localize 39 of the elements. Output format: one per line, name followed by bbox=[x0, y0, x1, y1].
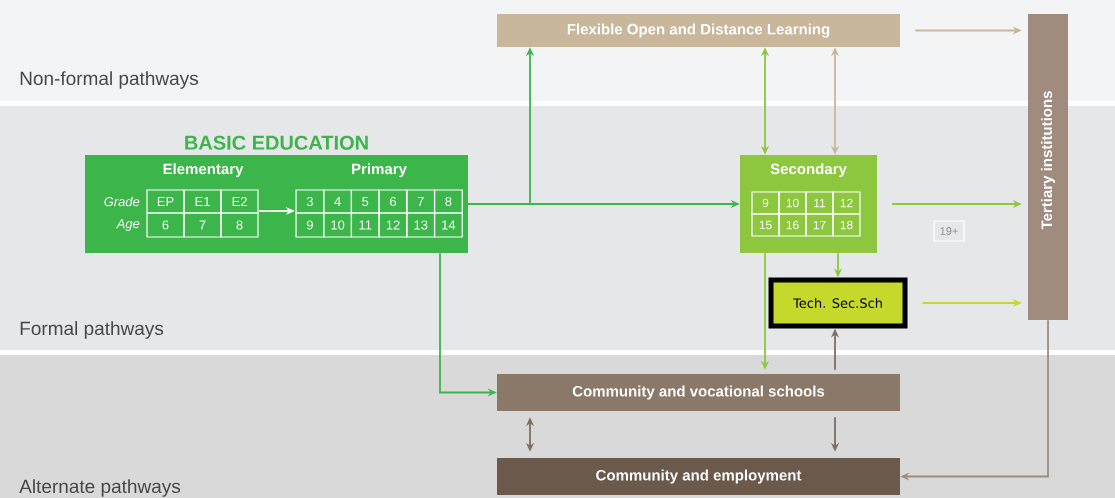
table-cell: 6 bbox=[378, 189, 408, 214]
institution-bar: Tertiary institutions bbox=[1028, 14, 1068, 320]
table-cell: 7 bbox=[183, 212, 222, 238]
table-cell: 11 bbox=[805, 191, 834, 215]
table-cell: 12 bbox=[832, 191, 861, 215]
table-cell: EP bbox=[146, 189, 185, 214]
table-cell: 3 bbox=[295, 189, 325, 214]
table-cell: 6 bbox=[146, 212, 185, 238]
stage-title: Secondary bbox=[770, 163, 847, 178]
table-cell: E2 bbox=[220, 189, 259, 214]
table-cell: 8 bbox=[433, 189, 463, 214]
table-cell: 10 bbox=[323, 212, 353, 238]
heading: BASIC EDUCATION bbox=[185, 135, 368, 150]
table-cell: 17 bbox=[805, 213, 834, 237]
table-cell: 13 bbox=[406, 212, 436, 238]
pathway-box: Community and vocational schools bbox=[497, 374, 900, 411]
band-label: Non-formal pathways bbox=[20, 71, 198, 89]
table-cell: 14 bbox=[433, 212, 463, 238]
table-cell: 7 bbox=[406, 189, 436, 214]
table-cell: 15 bbox=[751, 213, 780, 237]
band-label: Alternate pathways bbox=[19, 479, 181, 497]
stage-title: Primary bbox=[352, 163, 407, 178]
table-cell: 9 bbox=[295, 212, 325, 238]
age-box: 19+ bbox=[933, 220, 965, 242]
band-label: Formal pathways bbox=[20, 321, 164, 339]
table-cell: E1 bbox=[183, 189, 222, 214]
table-cell: 9 bbox=[751, 191, 780, 215]
table-cell: 8 bbox=[220, 212, 259, 238]
stage-title: Elementary bbox=[163, 163, 244, 178]
table-cell: 18 bbox=[832, 213, 861, 237]
pathway-box: Community and employment bbox=[497, 458, 900, 495]
table-cell: 11 bbox=[350, 212, 380, 238]
table-cell: 12 bbox=[378, 212, 408, 238]
table-cell: 5 bbox=[350, 189, 380, 214]
table-cell: 4 bbox=[323, 189, 353, 214]
table-cell: 16 bbox=[778, 213, 807, 237]
pathway-box: Flexible Open and Distance Learning bbox=[497, 14, 900, 47]
pathway-box: Tech. Sec.Sch bbox=[768, 277, 908, 329]
table-cell: 10 bbox=[778, 191, 807, 215]
